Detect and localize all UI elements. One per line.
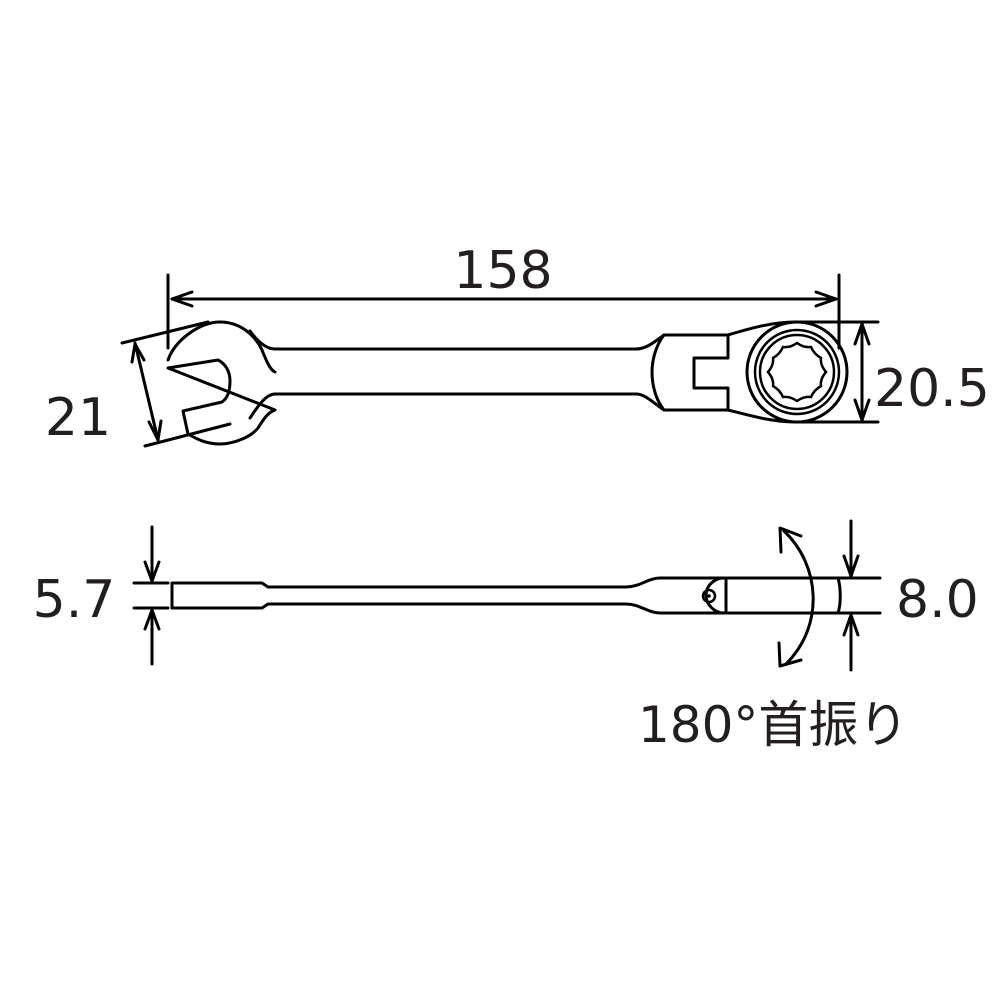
- ring-outer: [745, 320, 849, 424]
- arrow-left-icon: [170, 290, 194, 308]
- flex-yoke-outline: [650, 333, 730, 412]
- arrow-down-icon: [143, 560, 161, 583]
- arrow-up-icon: [853, 322, 871, 346]
- arrow-down-icon: [147, 419, 163, 442]
- pivot-hinge: [704, 576, 726, 615]
- swivel-rotation-arrow: [777, 526, 815, 668]
- ring-head-width-label: 20.5: [874, 359, 990, 419]
- side-view: 5.7 8.0 180°首振り: [33, 519, 979, 754]
- overall-length-label: 158: [453, 241, 552, 301]
- ring-head-thickness-label: 8.0: [896, 570, 979, 630]
- swivel-angle-note: 180°首振り: [638, 696, 908, 754]
- twelve-point-socket: [766, 341, 828, 403]
- shaft-upper-edge: [248, 329, 666, 351]
- pivot-pin-icon: [701, 588, 717, 604]
- open-end-head: 21: [45, 320, 277, 448]
- ring-inner: [758, 333, 836, 411]
- open-end-jaw-outline: [166, 320, 277, 446]
- wrench-side-profile: [170, 576, 842, 615]
- extension-line-top: [120, 320, 210, 345]
- ring-head: 20.5: [650, 320, 990, 424]
- extension-line-bottom: [143, 422, 232, 448]
- arrow-up-icon: [143, 608, 161, 631]
- arrow-down-left-icon: [777, 641, 803, 668]
- wrench-shaft-top: [248, 329, 666, 420]
- arrow-down-icon: [853, 398, 871, 422]
- open-end-thickness-dimension: 5.7: [33, 525, 170, 666]
- rotation-arc: [782, 529, 815, 666]
- ring-head-thickness-dimension: 8.0: [836, 519, 979, 672]
- open-end-thickness-label: 5.7: [33, 570, 116, 630]
- top-view: 158 21: [45, 241, 990, 448]
- arrow-right-icon: [814, 290, 838, 308]
- pivot-pin-center: [707, 594, 711, 598]
- arrow-down-icon: [842, 554, 860, 578]
- width-dimension-line: [133, 341, 160, 442]
- arrow-up-icon: [130, 342, 146, 364]
- arrow-up-icon: [842, 613, 860, 637]
- ring-head-side: [724, 576, 842, 615]
- ring-mid: [753, 328, 841, 416]
- arrow-up-left-icon: [778, 526, 803, 554]
- open-end-width-label: 21: [45, 388, 111, 448]
- length-dimension: 158: [166, 241, 841, 350]
- side-profile-outline: [170, 576, 726, 615]
- shaft-lower-edge: [248, 392, 666, 420]
